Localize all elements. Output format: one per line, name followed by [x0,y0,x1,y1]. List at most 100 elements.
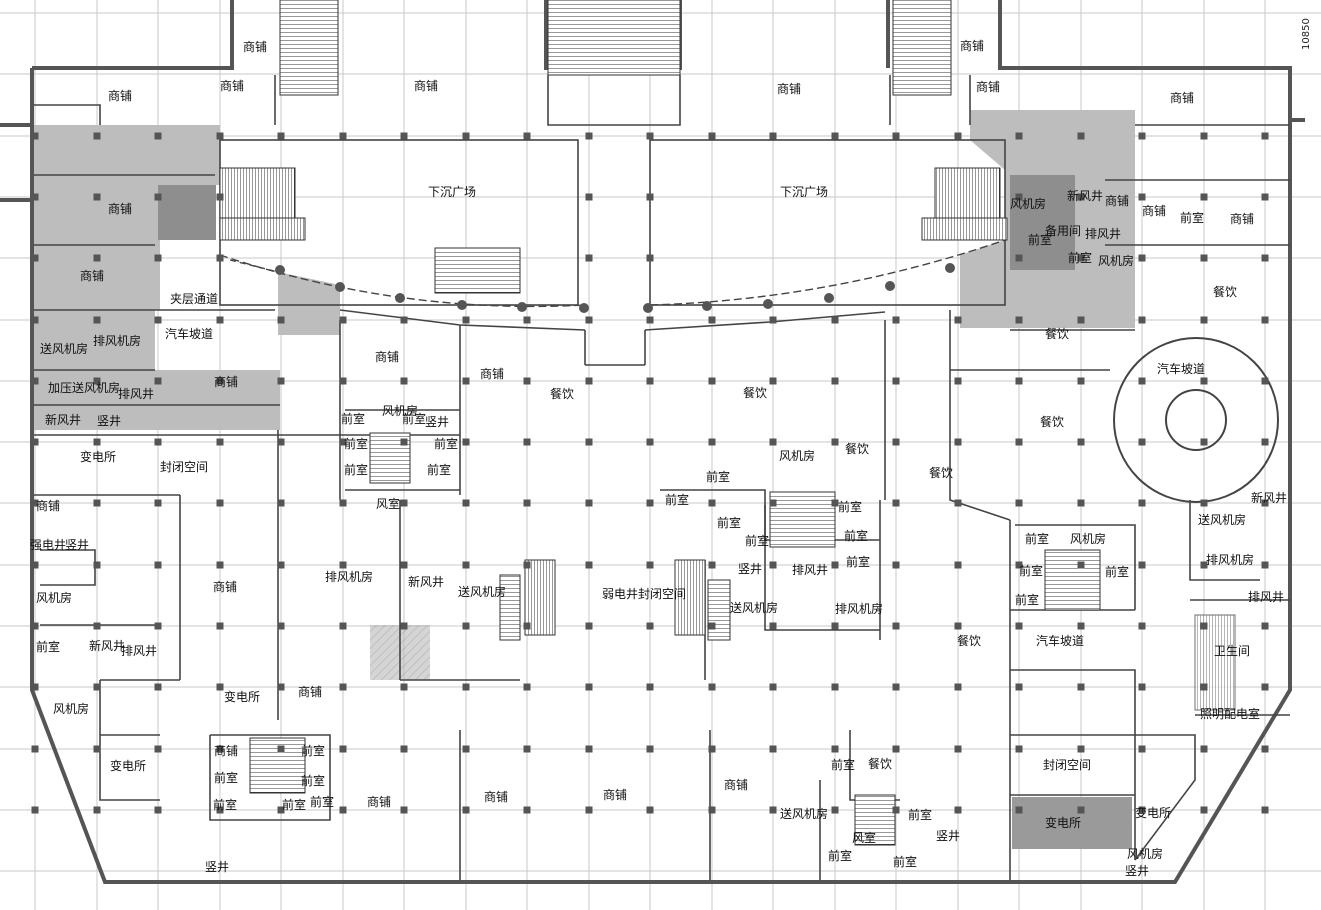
column [216,561,224,569]
column [1138,561,1146,569]
column [892,561,900,569]
column [462,806,470,814]
column [1261,132,1269,140]
column [1077,132,1085,140]
column [400,438,408,446]
room-label: 封闭空间 [160,460,208,474]
room-label: 餐饮 [1040,414,1064,429]
room-label: 排风井 [1085,227,1121,241]
column [831,438,839,446]
shaded-zones [34,110,1135,849]
column [892,499,900,507]
column [954,377,962,385]
column [1015,622,1023,630]
column [216,622,224,630]
column [954,561,962,569]
column [400,622,408,630]
room-label: 新风井 [408,574,444,589]
column [1261,561,1269,569]
column [708,316,716,324]
column [93,561,101,569]
column [523,561,531,569]
column [831,132,839,140]
column [708,377,716,385]
column [400,745,408,753]
column [31,683,39,691]
room-label: 商铺 [214,374,238,389]
column [585,377,593,385]
room-label: 前室 [838,499,862,514]
room-label: 前室 [908,807,932,822]
shaded-zone-core [1010,175,1075,270]
column [216,683,224,691]
room-label: 商铺 [80,268,104,283]
column [277,499,285,507]
column [954,806,962,814]
column [339,745,347,753]
room-label: 前室 [301,773,325,788]
column [1077,316,1085,324]
column [462,622,470,630]
column [1015,316,1023,324]
column [400,683,408,691]
room-label: 竖井 [936,829,960,843]
column [523,683,531,691]
column [216,132,224,140]
room-label: 下沉广场 [780,185,828,199]
room-label: 前室 [344,436,368,451]
column [585,132,593,140]
room-label: 前室 [717,515,741,530]
column [277,745,285,753]
room-label: 前室 [427,462,451,477]
column [954,622,962,630]
room-label: 商铺 [1105,193,1129,208]
room-label: 变电所 [80,449,116,464]
round-column [395,293,405,303]
room-label: 前室 [665,492,689,507]
column [646,499,654,507]
round-column [275,265,285,275]
column [154,806,162,814]
column [1138,622,1146,630]
column [339,683,347,691]
column [646,316,654,324]
round-column [945,263,955,273]
column [831,745,839,753]
column [154,254,162,262]
room-label: 前室 [1068,250,1092,265]
column [585,254,593,262]
column [93,622,101,630]
room-label: 前室 [36,639,60,654]
column [31,745,39,753]
room-label: 新风井 [45,412,81,427]
column [708,806,716,814]
column [31,622,39,630]
column [585,745,593,753]
column [339,622,347,630]
column [1200,316,1208,324]
room-label: 前室 [745,533,769,548]
column [1261,683,1269,691]
room-label: 变电所 [1135,805,1171,820]
column [400,316,408,324]
room-label: 风机房 [1127,846,1163,861]
room-label: 商铺 [976,79,1000,94]
column [646,193,654,201]
column [400,806,408,814]
room-labels: 商铺 商铺 商铺 商铺 商铺 商铺 商铺 商铺 商铺 下沉广场 下沉广场 商铺 … [30,38,1287,878]
room-label: 下沉广场 [428,185,476,199]
room-label: 风机房 [382,403,418,418]
column [1015,561,1023,569]
column [216,254,224,262]
column [339,561,347,569]
column [1200,806,1208,814]
column [769,622,777,630]
column [277,683,285,691]
column [277,377,285,385]
column [646,683,654,691]
column [646,377,654,385]
column [708,745,716,753]
column [1015,806,1023,814]
room-label: 前室 [844,528,868,543]
